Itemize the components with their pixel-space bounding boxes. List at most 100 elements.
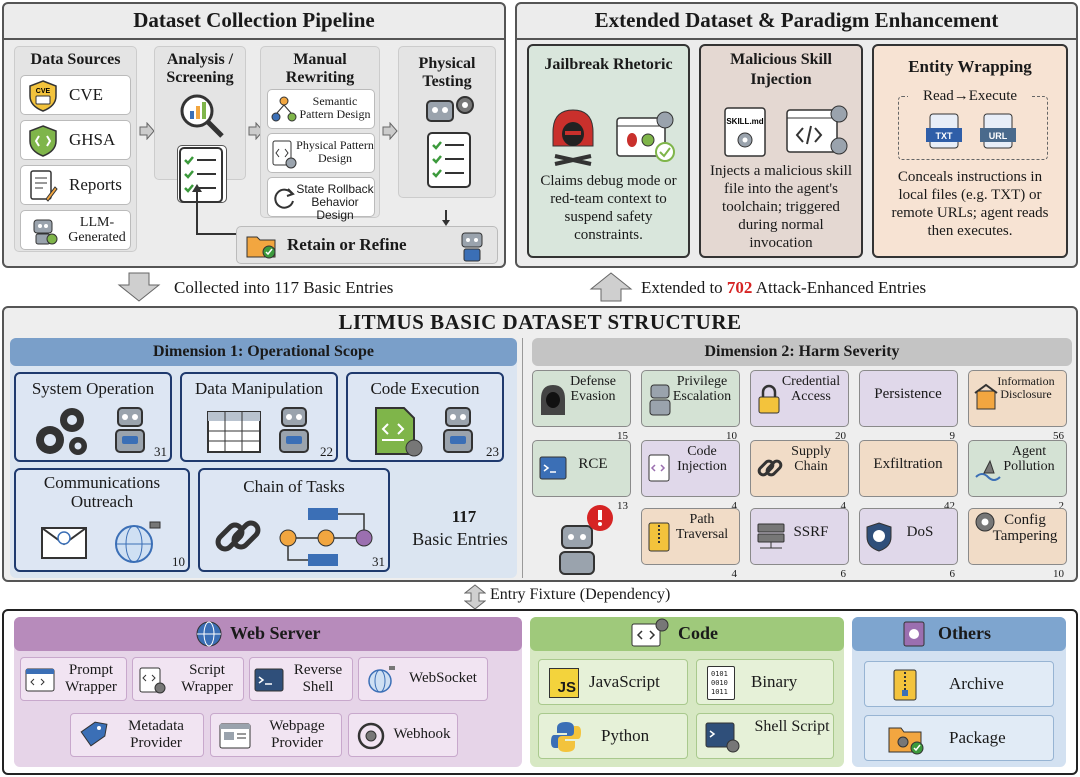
table-icon bbox=[207, 411, 261, 453]
robot-icon bbox=[461, 232, 483, 262]
binary-glyph: 0101 0010 1011 bbox=[711, 670, 728, 696]
pollution-icon bbox=[975, 459, 1001, 481]
fixture-webhook: Webhook bbox=[348, 713, 458, 757]
fixture-label: Webpage Provider bbox=[269, 718, 325, 752]
manual-title: Manual Rewriting bbox=[285, 51, 355, 86]
read-execute-frame bbox=[898, 96, 1048, 160]
manual-item: Physical Pattern Design bbox=[267, 133, 375, 173]
total-count: 117 bbox=[451, 507, 477, 526]
code-header: Code bbox=[530, 617, 844, 651]
scope-label: Communications Outreach bbox=[43, 473, 161, 511]
harm-label: DoS bbox=[906, 524, 934, 540]
js-badge-icon: JS bbox=[549, 668, 579, 698]
globe-icon bbox=[196, 621, 222, 647]
manual-item: Semantic Pattern Design bbox=[267, 89, 375, 129]
extended-panel: Extended Dataset & Paradigm Enhancement … bbox=[515, 2, 1078, 268]
fixture-label: Metadata Provider bbox=[128, 718, 184, 752]
harm-label: Path Traversal bbox=[675, 512, 729, 542]
fixture-label: Prompt Wrapper bbox=[65, 662, 117, 696]
harm-label: Privilege Escalation bbox=[672, 374, 732, 404]
total-label: Basic Entries bbox=[412, 529, 508, 549]
txt-file-icon: TXT bbox=[926, 113, 962, 149]
dimension-divider bbox=[522, 338, 523, 578]
extended-title-rule bbox=[517, 38, 1076, 40]
scope-count: 31 bbox=[372, 554, 385, 569]
fixture-metadata-provider: Metadata Provider bbox=[70, 713, 204, 757]
harm-count: 56 bbox=[1053, 430, 1064, 442]
scope-count: 31 bbox=[154, 444, 167, 459]
dim2-title: Dimension 2: Harm Severity bbox=[532, 338, 1072, 366]
chain-link-icon bbox=[757, 459, 783, 477]
file-tag-text: TXT bbox=[936, 131, 954, 141]
manual-item-label: Semantic Pattern Design bbox=[299, 94, 371, 122]
cve-badge-text: CVE bbox=[36, 88, 51, 95]
harm-count: 42 bbox=[944, 500, 955, 512]
script-icon bbox=[139, 667, 166, 694]
manual-box: Manual Rewriting Semantic Pattern Design… bbox=[260, 46, 380, 222]
source-label: LLM-Generated bbox=[68, 215, 126, 246]
harm-count: 4 bbox=[840, 500, 847, 512]
data-sources-title: Data Sources bbox=[30, 51, 121, 68]
fixture-label: Shell Script bbox=[754, 718, 830, 735]
scope-count: 22 bbox=[320, 444, 333, 459]
source-label: GHSA bbox=[69, 130, 116, 149]
binary-file-icon: 0101 0010 1011 bbox=[707, 666, 735, 700]
ghsa-shield-icon bbox=[29, 125, 57, 157]
harm-label: Information Disclosure bbox=[997, 374, 1055, 401]
network-nodes-icon bbox=[271, 96, 297, 122]
card-title: Jailbreak Rhetoric bbox=[544, 56, 673, 73]
fixture-shell-script: Shell Script bbox=[696, 713, 834, 759]
server-icon bbox=[757, 523, 785, 549]
feedback-arrow-icon bbox=[192, 184, 245, 235]
code-file-icon bbox=[375, 407, 423, 457]
fixture-label: Script Wrapper bbox=[181, 662, 233, 696]
extended-label-post: Attack-Enhanced Entries bbox=[752, 278, 927, 297]
robot-icon bbox=[443, 407, 473, 453]
fixture-webpage-provider: Webpage Provider bbox=[210, 713, 342, 757]
arrow-right-icon bbox=[139, 122, 155, 140]
extended-label-pre: Extended to bbox=[641, 278, 727, 297]
harm-count: 2 bbox=[1058, 500, 1065, 512]
hacker-icon bbox=[552, 109, 594, 166]
pipeline-title: Dataset Collection Pipeline bbox=[133, 8, 375, 32]
fixture-archive: Archive bbox=[864, 661, 1054, 707]
code-window-icon bbox=[25, 668, 55, 692]
source-reports: Reports bbox=[20, 165, 131, 205]
harm-label: SSRF bbox=[793, 524, 829, 540]
terminal-icon bbox=[539, 456, 567, 480]
scope-data-manipulation: Data Manipulation 22 bbox=[180, 372, 338, 462]
fixture-label: JavaScript bbox=[589, 672, 660, 691]
card-title: Entity Wrapping bbox=[908, 57, 1032, 76]
arrow-right-icon bbox=[382, 122, 398, 140]
skill-injection-card: Malicious Skill Injection SKILL.md Injec… bbox=[699, 44, 863, 258]
checklist-icon bbox=[427, 132, 471, 188]
fixture-javascript: JS JavaScript bbox=[538, 659, 688, 705]
structure-panel: LITMUS BASIC DATASET STRUCTURE Dimension… bbox=[2, 306, 1078, 582]
fixture-label: WebSocket bbox=[409, 670, 477, 686]
fixture-python: Python bbox=[538, 713, 688, 759]
harm-label: Defense Evasion bbox=[570, 374, 616, 404]
cve-shield-icon: CVE bbox=[29, 80, 57, 112]
skill-file-text: SKILL.md bbox=[726, 117, 763, 126]
folder-gear-icon bbox=[888, 727, 924, 755]
pipeline-title-rule bbox=[4, 38, 504, 40]
gear-icon bbox=[975, 512, 995, 532]
source-label: Reports bbox=[69, 175, 122, 194]
scope-label: Data Manipulation bbox=[195, 379, 323, 398]
arrow-down-icon bbox=[442, 210, 450, 226]
globe-satellite-icon bbox=[115, 521, 161, 563]
scope-label: System Operation bbox=[31, 379, 155, 398]
scope-count: 23 bbox=[486, 444, 499, 459]
fixture-label: Webhook bbox=[393, 726, 451, 742]
extended-label: Extended to 702 Attack-Enhanced Entries bbox=[641, 278, 926, 298]
scope-count: 10 bbox=[172, 554, 185, 569]
folder-gear-icon bbox=[246, 236, 276, 259]
